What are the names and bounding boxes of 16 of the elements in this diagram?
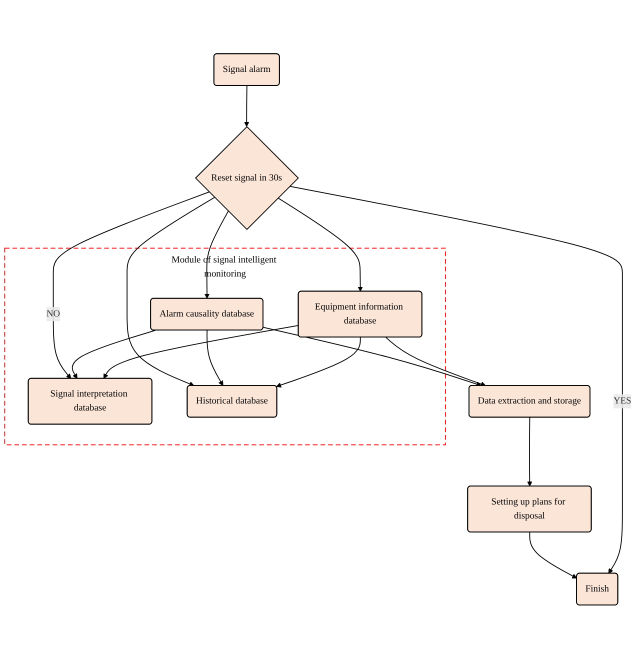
arrow (278, 198, 363, 292)
arrow (529, 532, 578, 579)
arrow (289, 186, 623, 574)
arrow (386, 337, 486, 387)
arrow (126, 197, 216, 386)
arrow (206, 330, 224, 386)
arrow (72, 330, 156, 379)
arrow (244, 86, 250, 128)
arrow (52, 192, 210, 379)
arrow (276, 337, 361, 388)
edge-label: YES (613, 396, 632, 406)
arrow (262, 327, 482, 387)
edge-label: NO (46, 309, 60, 320)
arrow (527, 417, 532, 487)
arrow (103, 325, 299, 379)
node-diamond: Reset signal in 30s (194, 126, 299, 230)
